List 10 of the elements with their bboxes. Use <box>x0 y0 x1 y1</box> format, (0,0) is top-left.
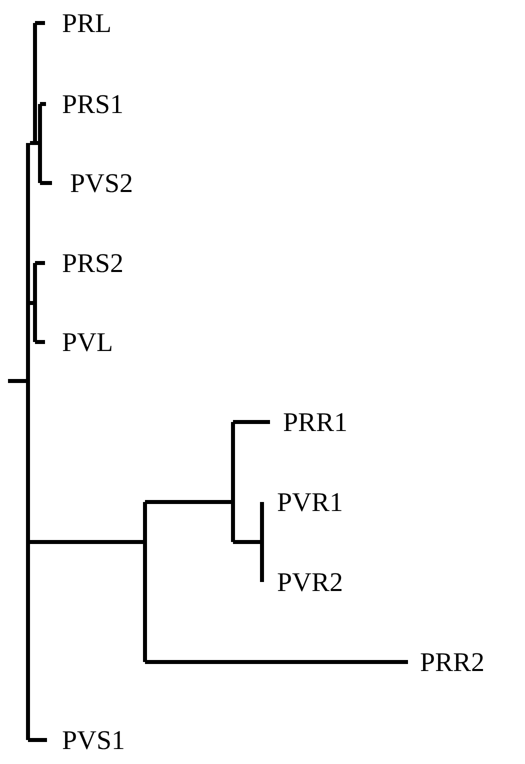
taxon-label: PVL <box>62 327 114 357</box>
taxon-label: PVS2 <box>70 168 134 198</box>
taxon-label: PRR2 <box>420 647 485 677</box>
taxon-label: PRR1 <box>283 407 348 437</box>
taxon-label: PRS2 <box>62 248 124 278</box>
taxon-label: PVR1 <box>277 487 344 517</box>
taxon-label: PVR2 <box>277 567 344 597</box>
taxon-label: PRL <box>62 8 112 38</box>
taxon-label: PVS1 <box>62 725 126 755</box>
taxon-label: PRS1 <box>62 89 124 119</box>
